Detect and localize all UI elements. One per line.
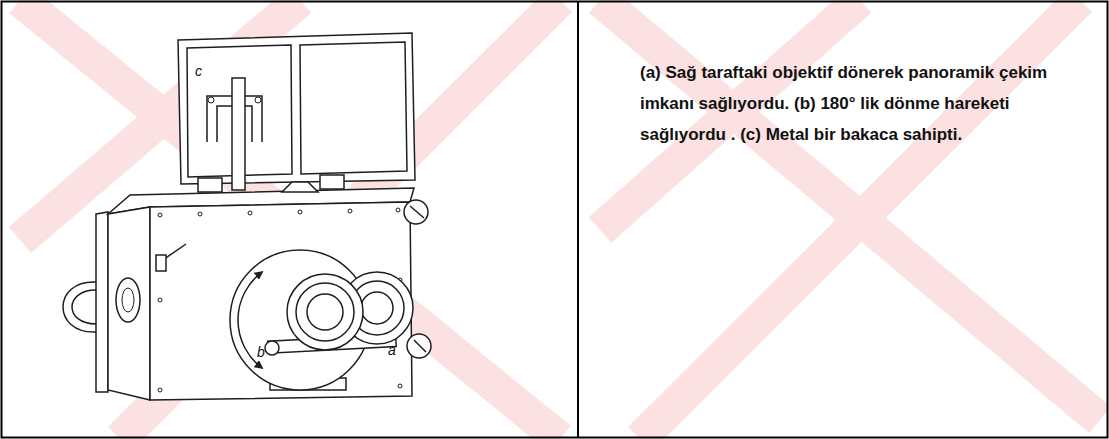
camera-body-part [158,298,162,302]
camera-body-part [72,290,96,324]
camera-body-part [150,202,412,400]
camera-body-part [198,178,222,192]
camera-body-part [156,255,166,271]
camera-body-part [158,388,162,392]
lens-pair-part [361,292,393,324]
camera-body-part [158,213,162,217]
camera-body-part [282,182,318,192]
camera-body-part [116,278,140,322]
lens-pair-part [265,341,279,355]
callout-letter: c [195,63,202,79]
watermark [20,0,1100,439]
camera-body-part [198,212,202,216]
camera-body-part [298,210,302,214]
rotation-dial [230,250,370,390]
watermark-part [20,0,560,439]
camera-body-part [407,334,431,358]
viewfinder-frame [178,33,415,190]
camera-body-part [122,288,134,312]
camera-body-part [248,211,252,215]
watermark-part [600,0,860,230]
viewfinder-frame-part [178,33,415,184]
camera-body-part [320,175,344,189]
viewfinder-frame-part [208,97,214,103]
camera-body [63,175,431,400]
callout-letter: a [388,342,396,358]
camera-body-part [404,200,428,224]
table-border-part [577,2,579,438]
viewfinder-frame-part [255,97,261,103]
lens-pair-part [287,274,363,350]
camera-body-part [96,212,108,392]
camera-body-part [410,206,424,218]
table-cell-text: (a) Sağ taraftaki objektif dönerek panor… [640,57,1060,150]
camera-body-part [63,282,96,332]
camera-body-part [396,208,400,212]
callout-letter: b [257,344,265,360]
camera-body-part [348,209,352,213]
viewfinder-frame-part [300,42,407,174]
lens-pair-part [296,283,354,341]
viewfinder-frame-part [232,78,245,190]
camera-body-part [398,384,402,388]
lens-pair-part [307,294,343,330]
rotation-dial-part [230,250,370,390]
camera-body-part [414,340,426,352]
watermark-part [640,0,1080,439]
watermark-part [120,0,560,439]
camera-body-part [108,207,150,400]
